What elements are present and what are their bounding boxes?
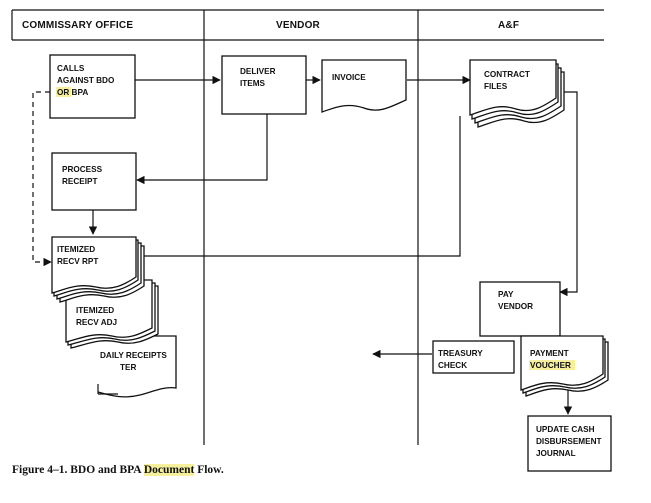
svg-text:VOUCHER: VOUCHER — [530, 361, 571, 370]
lane-title-af: A&F — [498, 20, 519, 31]
node-contract-files: CONTRACT FILES — [469, 59, 565, 128]
lane-title-vendor: VENDOR — [276, 20, 321, 31]
svg-text:DISBURSEMENT: DISBURSEMENT — [536, 437, 602, 446]
figure-caption: Figure 4–1. BDO and BPA Document Flow. — [12, 464, 224, 476]
dashed-arrow-calls-to-itemized — [32, 91, 52, 267]
node-invoice: INVOICE — [321, 59, 407, 113]
lane-title-commissary: COMMISSARY OFFICE — [22, 20, 133, 31]
node-update-journal: UPDATE CASH DISBURSEMENT JOURNAL — [527, 415, 612, 472]
svg-text:CHECK: CHECK — [438, 361, 467, 370]
svg-text:TREASURY: TREASURY — [438, 349, 483, 358]
node-itemized-recv-rpt: ITEMIZED RECV RPT — [51, 236, 145, 303]
line-itemized-to-contract — [138, 116, 461, 257]
svg-text:UPDATE CASH: UPDATE CASH — [536, 425, 595, 434]
node-calls: CALLS AGAINST BDO OR BPA — [49, 54, 136, 119]
svg-text:FILES: FILES — [484, 82, 508, 91]
node-payment-voucher: PAYMENT VOUCHER — [520, 335, 609, 397]
caption-highlight: Document — [143, 464, 195, 476]
svg-text:RECEIPT: RECEIPT — [62, 177, 98, 186]
svg-text:ITEMS: ITEMS — [240, 79, 266, 88]
arrow-contract-to-pay — [559, 91, 578, 297]
node-treasury-check: TREASURY CHECK — [432, 340, 515, 374]
svg-text:CONTRACT: CONTRACT — [484, 70, 530, 79]
svg-text:ITEMIZED: ITEMIZED — [57, 245, 95, 254]
svg-text:CALLS: CALLS — [57, 64, 85, 73]
svg-text:PAY: PAY — [498, 290, 514, 299]
svg-text:AGAINST BDO: AGAINST BDO — [57, 76, 115, 85]
node-process-receipt: PROCESS RECEIPT — [51, 152, 137, 211]
svg-text:PROCESS: PROCESS — [62, 165, 103, 174]
svg-text:INVOICE: INVOICE — [332, 73, 366, 82]
svg-text:JOURNAL: JOURNAL — [536, 449, 576, 458]
lane-frame — [11, 9, 604, 445]
arrow-deliver-to-process — [136, 114, 268, 185]
svg-text:DELIVER: DELIVER — [240, 67, 276, 76]
node-deliver-items: DELIVER ITEMS — [221, 55, 307, 115]
svg-text:ITEMIZED: ITEMIZED — [76, 306, 114, 315]
svg-text:DAILY RECEIPTS: DAILY RECEIPTS — [100, 351, 167, 360]
svg-text:RECV RPT: RECV RPT — [57, 257, 98, 266]
svg-text:PAYMENT: PAYMENT — [530, 349, 569, 358]
node-daily-receipts: DAILY RECEIPTS TER — [97, 335, 177, 398]
svg-text:TER: TER — [120, 363, 136, 372]
node-pay-vendor: PAY VENDOR — [479, 281, 561, 337]
svg-text:VENDOR: VENDOR — [498, 302, 533, 311]
svg-text:RECV ADJ: RECV ADJ — [76, 318, 117, 327]
svg-text:OR BPA: OR BPA — [57, 88, 88, 97]
